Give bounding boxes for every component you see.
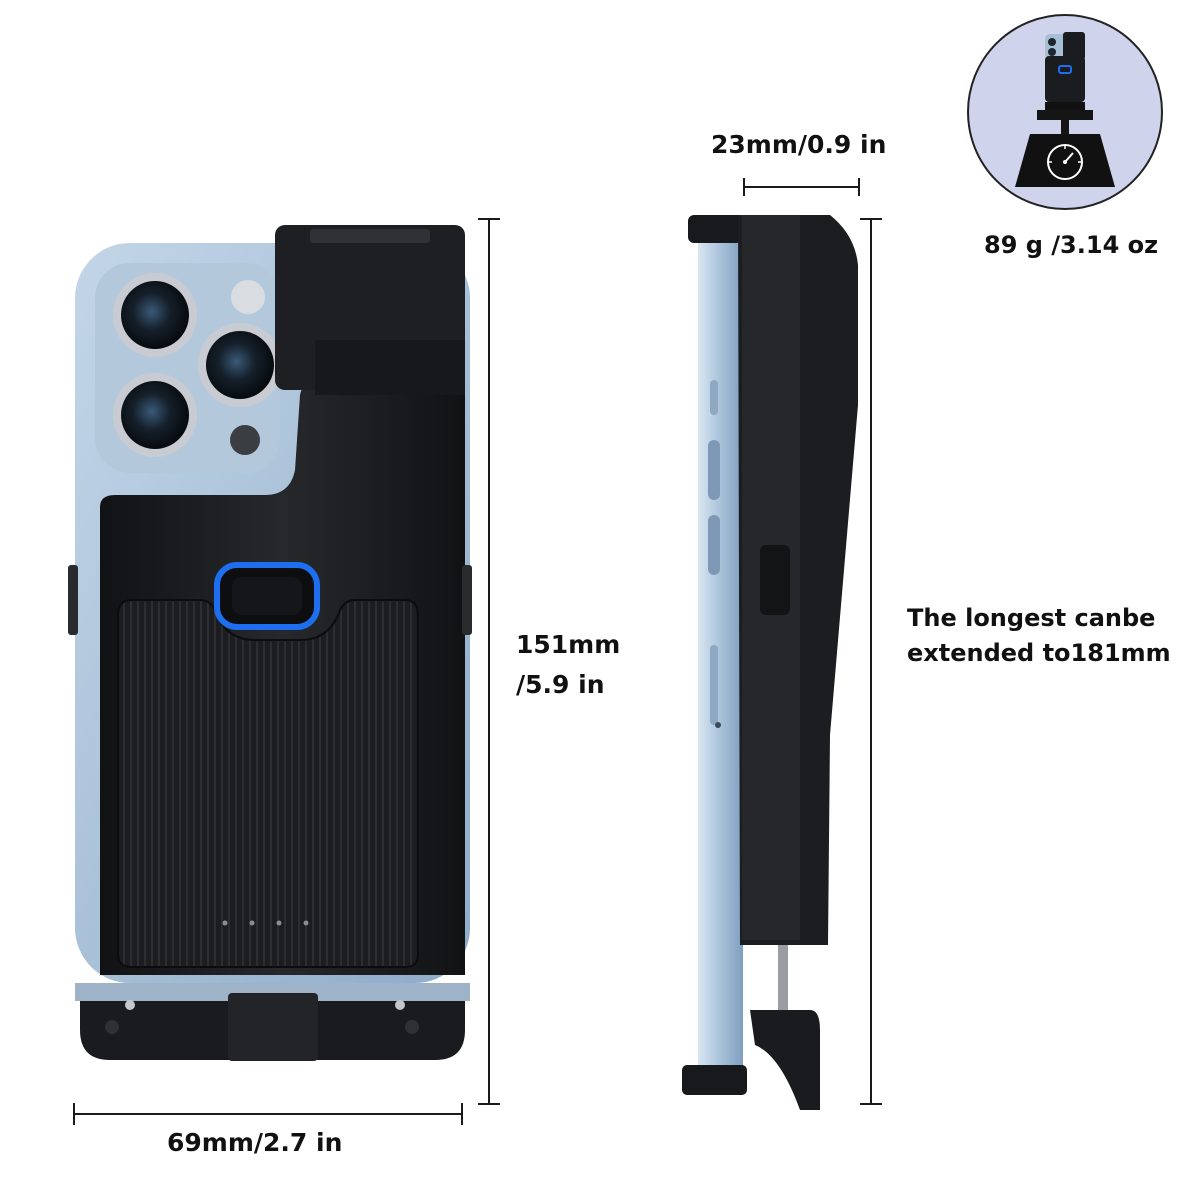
height-mm-label: 151mm <box>516 630 621 659</box>
weight-badge <box>967 14 1163 210</box>
scale-icon <box>1037 110 1093 120</box>
height-dimension-cap-top <box>478 218 500 220</box>
extension-note-line-1: The longest canbe <box>907 604 1156 632</box>
weight-label: 89 g /3.14 oz <box>984 231 1159 259</box>
width-dimension-line <box>74 1113 462 1115</box>
width-label: 69mm/2.7 in <box>167 1128 343 1157</box>
width-dimension-cap-right <box>461 1103 463 1125</box>
depth-dimension-cap-left <box>743 178 745 196</box>
dial-icon <box>1047 144 1083 180</box>
extension-dimension-line <box>870 218 872 1105</box>
height-in-label: /5.9 in <box>516 670 605 699</box>
depth-label: 23mm/0.9 in <box>711 130 887 159</box>
height-dimension-line <box>488 218 490 1105</box>
front-view-product-image <box>68 225 472 1061</box>
depth-dimension-cap-right <box>858 178 860 196</box>
extension-dimension-cap-bottom <box>860 1103 882 1105</box>
depth-dimension-line <box>744 186 859 188</box>
width-dimension-cap-left <box>73 1103 75 1125</box>
side-view-product-image <box>682 215 858 1110</box>
height-dimension-cap-bottom <box>478 1103 500 1105</box>
extension-note-line-2: extended to181mm <box>907 639 1171 667</box>
extension-dimension-cap-top <box>860 218 882 220</box>
